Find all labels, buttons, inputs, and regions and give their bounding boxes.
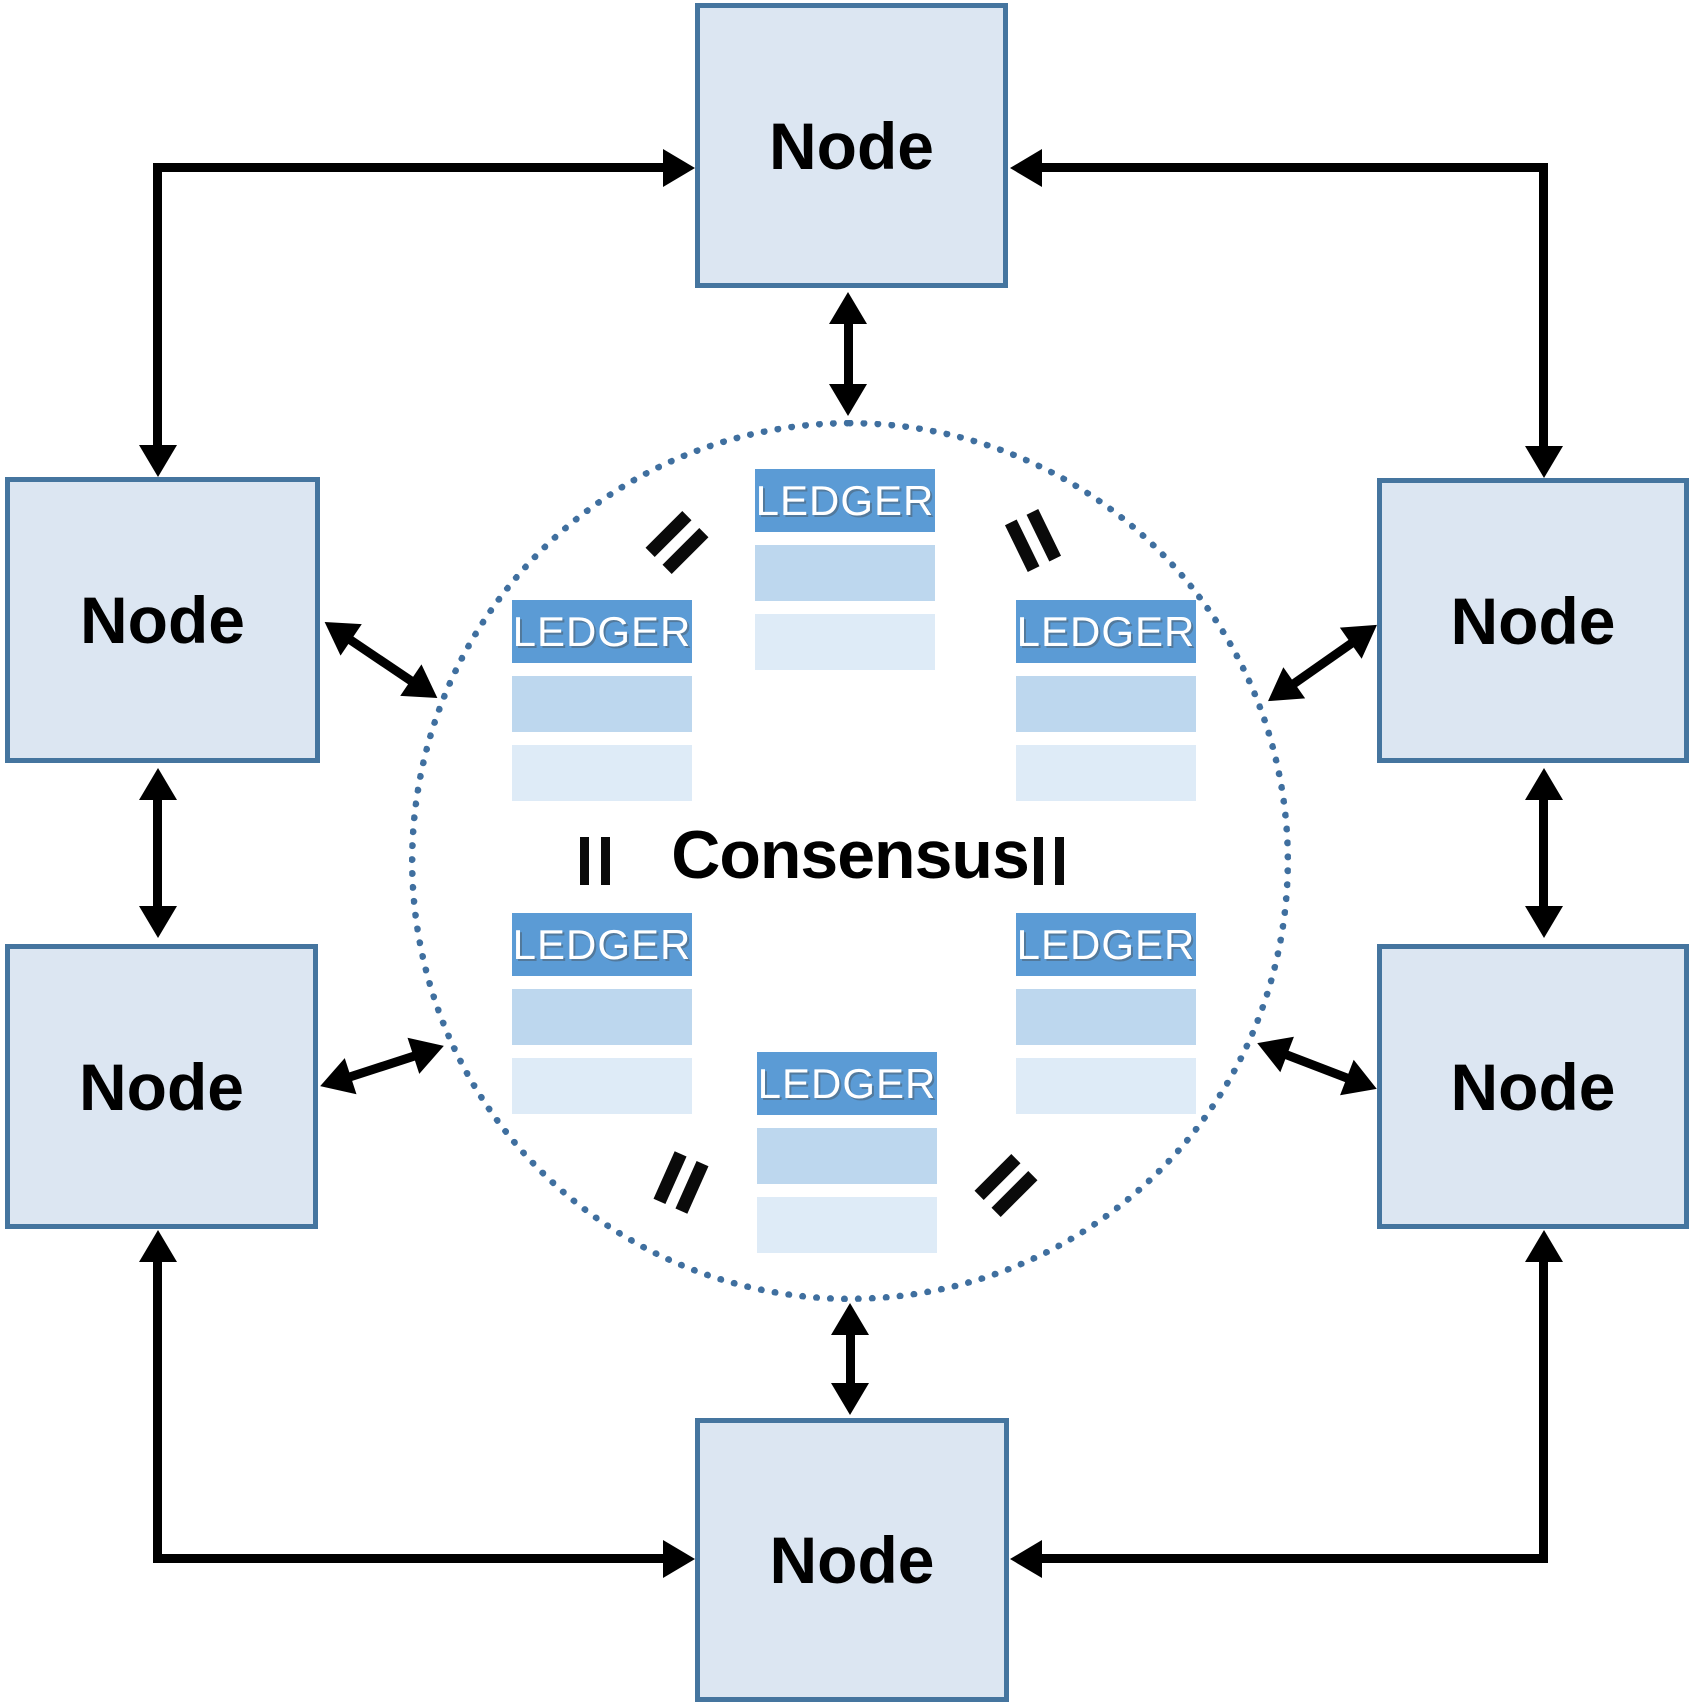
equals-icon-mid-right — [1034, 837, 1064, 885]
arrow-shaft — [153, 1554, 663, 1563]
arrow-shaft — [343, 1050, 421, 1083]
arrow-shaft — [1539, 163, 1548, 446]
node-label: Node — [769, 1523, 935, 1597]
arrowhead-up-icon — [1525, 768, 1563, 800]
arrow-shaft — [343, 633, 419, 688]
consensus-ring-dotted-circle — [409, 420, 1291, 1302]
arrowhead-down-icon — [1525, 906, 1563, 938]
arrowhead-up-icon — [829, 292, 867, 324]
ledger-row-light — [512, 745, 692, 801]
ledger-table-bottom-center: LEDGER — [757, 1052, 937, 1253]
arrow-shaft — [1539, 1262, 1548, 1558]
ledger-row-light — [755, 614, 935, 670]
node-label: Node — [79, 1049, 244, 1124]
arrow-shaft — [153, 163, 663, 172]
arrow-shaft — [844, 322, 853, 386]
equals-bar — [1034, 837, 1043, 885]
ledger-header: LEDGER — [757, 1052, 937, 1115]
ledger-row-medium — [1016, 676, 1196, 732]
equals-bar — [1055, 837, 1064, 885]
ledger-header: LEDGER — [512, 600, 692, 663]
arrow-shaft — [1287, 636, 1359, 691]
ledger-table-top-center: LEDGER — [755, 469, 935, 670]
arrow-shaft — [846, 1333, 855, 1385]
arrow-lower-right-node-to-ring — [1250, 1025, 1384, 1107]
arrowhead-icon — [1250, 1025, 1294, 1073]
arrowhead-left-icon — [1010, 149, 1042, 187]
ledger-row-light — [512, 1058, 692, 1114]
arrow-shaft — [153, 163, 162, 445]
arrowhead-down-icon — [139, 445, 177, 477]
node-box-lower-right: Node — [1377, 944, 1689, 1229]
arrow-shaft — [1279, 1048, 1354, 1085]
arrowhead-down-icon — [139, 906, 177, 938]
arrowhead-down-icon — [1525, 446, 1563, 478]
ledger-row-medium — [755, 545, 935, 601]
node-box-lower-left: Node — [5, 944, 318, 1229]
ledger-header: LEDGER — [1016, 913, 1196, 976]
arrowhead-up-icon — [831, 1303, 869, 1335]
arrow-shaft — [153, 798, 162, 908]
node-label: Node — [1450, 1049, 1616, 1124]
ledger-header: LEDGER — [755, 469, 935, 532]
arrowhead-left-icon — [1010, 1540, 1042, 1578]
ledger-table-mid-left: LEDGER — [512, 600, 692, 801]
node-label: Node — [1450, 583, 1616, 658]
arrowhead-down-icon — [831, 1383, 869, 1415]
arrowhead-down-icon — [829, 384, 867, 416]
ledger-row-light — [1016, 1058, 1196, 1114]
arrow-upper-right-node-to-ring — [1257, 609, 1388, 717]
ledger-row-light — [1016, 745, 1196, 801]
node-box-upper-left: Node — [5, 477, 320, 763]
arrowhead-up-icon — [139, 1230, 177, 1262]
node-box-bottom: Node — [695, 1418, 1009, 1702]
node-label: Node — [769, 108, 934, 183]
arrow-shaft — [153, 1262, 162, 1558]
consensus-label: Consensus — [671, 817, 1030, 893]
arrow-upper-left-node-to-ring — [314, 606, 448, 714]
arrowhead-icon — [407, 1027, 450, 1074]
equals-bar — [580, 837, 589, 885]
ledger-row-medium — [512, 989, 692, 1045]
arrow-shaft — [1042, 163, 1548, 172]
node-label: Node — [80, 583, 245, 657]
ledger-row-medium — [1016, 989, 1196, 1045]
node-box-top: Node — [695, 3, 1008, 288]
ledger-table-lower-left: LEDGER — [512, 913, 692, 1114]
equals-bar — [601, 837, 610, 885]
arrowhead-up-icon — [1525, 1230, 1563, 1262]
ledger-header: LEDGER — [512, 913, 692, 976]
ledger-header: LEDGER — [1016, 600, 1196, 663]
ledger-row-medium — [512, 676, 692, 732]
ledger-row-light — [757, 1197, 937, 1253]
arrow-shaft — [1539, 798, 1548, 908]
ledger-row-medium — [757, 1128, 937, 1184]
arrowhead-right-icon — [663, 1540, 695, 1578]
ledger-table-mid-right: LEDGER — [1016, 600, 1196, 801]
arrowhead-up-icon — [139, 768, 177, 800]
arrowhead-right-icon — [663, 149, 695, 187]
arrow-lower-left-node-to-ring — [314, 1027, 450, 1105]
arrow-shaft — [1042, 1554, 1548, 1563]
ledger-table-lower-right: LEDGER — [1016, 913, 1196, 1114]
node-box-upper-right: Node — [1377, 478, 1689, 763]
equals-icon-mid-left — [580, 837, 610, 885]
